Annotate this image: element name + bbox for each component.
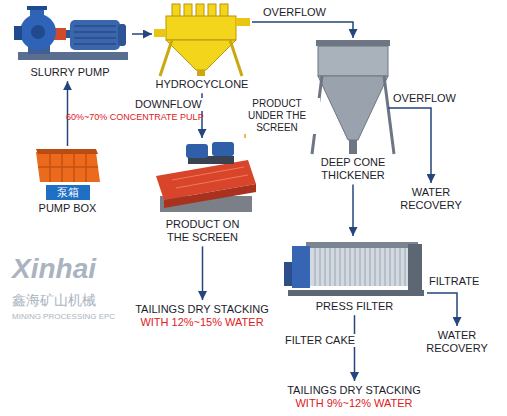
illustration-space <box>145 138 260 218</box>
flow-arrow <box>132 33 152 35</box>
thickener-bridge <box>316 40 390 46</box>
watermark: 鑫海矿山机械 <box>12 292 122 309</box>
equipment-node: 泵箱 PUMP BOX <box>30 146 105 217</box>
equipment-node: SLURRY PUMP <box>8 4 132 81</box>
cyclone-cone <box>166 40 236 70</box>
overflow-pipe <box>236 18 250 26</box>
vibrator-motor <box>186 144 208 158</box>
node-label: WATER RECOVERY <box>398 186 464 212</box>
cyclone-legs <box>160 40 242 76</box>
flow-arrow <box>202 246 204 300</box>
pump-box-rim <box>36 149 98 154</box>
flow-note: 60%~70% CONCENTRATE PULP <box>66 112 196 123</box>
flow-arrow <box>388 108 431 183</box>
node-label: SLURRY PUMP <box>30 66 109 79</box>
illustration-space <box>30 146 105 184</box>
flow-arrow <box>352 184 354 236</box>
pump-motor <box>70 20 120 50</box>
edge-label: OVERFLOW <box>262 6 327 19</box>
node-label: WITH 9%~12% WATER <box>295 397 412 410</box>
motor-fins <box>74 26 116 44</box>
flow-arrow <box>427 293 457 326</box>
illustration-space <box>424 326 490 329</box>
thickener-cone <box>318 76 388 140</box>
pump-box-body <box>36 152 100 182</box>
equipment-node: HYDROCYCLONE <box>152 4 252 93</box>
edge-label: PRODUCT UNDER THE SCREEN <box>234 98 320 134</box>
filter-beam <box>306 242 418 248</box>
equipment-node: TAILINGS DRY STACKINGWITH 9%~12% WATER <box>274 381 434 412</box>
illustration-space <box>318 38 388 156</box>
thickener-legs <box>312 76 394 154</box>
node-label: TAILINGS DRY STACKING <box>287 384 421 397</box>
thickener-tank <box>318 46 388 76</box>
inlet-flange <box>14 26 22 40</box>
underflow-spigot <box>197 70 205 76</box>
filter-head-plate <box>292 246 310 288</box>
screen-mesh <box>172 167 248 188</box>
feed-pipe <box>154 29 166 37</box>
edge-label: DOWNFLOW <box>134 98 203 111</box>
node-label: PRESS FILTER <box>316 300 393 313</box>
illustration-space <box>8 4 132 66</box>
node-label: PUMP BOX <box>39 202 97 215</box>
illustration-space <box>398 183 464 186</box>
node-label: PRODUCT ON THE SCREEN <box>163 218 243 244</box>
pump-box-grid <box>38 154 98 182</box>
filter-plates <box>310 248 408 286</box>
inner-nodes: 泵箱 <box>30 184 105 202</box>
equipment-node: WATER RECOVERY <box>424 326 490 357</box>
equipment-node: PRODUCT ON THE SCREEN <box>145 138 260 246</box>
node-label: WITH 12%~15% WATER <box>140 316 263 329</box>
outlet-flange <box>27 6 47 10</box>
flow-arrow <box>252 22 353 38</box>
watermark: Xinhai <box>12 252 132 286</box>
node-label: HYDROCYCLONE <box>156 78 249 91</box>
edge-label: FILTER CAKE <box>284 334 356 347</box>
pump-volute <box>20 14 56 50</box>
equipment-node: DEEP CONE THICKENER <box>318 38 388 184</box>
pump-eye <box>31 25 45 39</box>
motor-cap <box>118 24 126 46</box>
equipment-node: TAILINGS DRY STACKINGWITH 12%~15% WATER <box>122 300 282 331</box>
equipment-node: PRESS FILTER <box>282 236 427 315</box>
illustration-space <box>274 381 434 384</box>
edge-label: FILTRATE <box>428 275 480 288</box>
plate-lines <box>315 248 405 286</box>
illustration-space <box>152 4 252 78</box>
cyclone-cylinder <box>166 16 236 40</box>
thickener-outlet <box>349 140 357 154</box>
flow-arrow <box>354 315 356 381</box>
illustration-space <box>122 300 282 303</box>
filter-rails <box>288 290 424 296</box>
node-label: TAILINGS DRY STACKING <box>135 303 269 316</box>
vibrator-motor <box>212 142 234 156</box>
node-label: WATER RECOVERY <box>424 329 490 355</box>
node-label: DEEP CONE THICKENER <box>318 156 388 182</box>
edge-label: OVERFLOW <box>392 92 457 105</box>
illustration-space <box>282 236 427 300</box>
node-label: 泵箱 <box>46 186 90 199</box>
filter-tail-plate <box>408 244 422 290</box>
equipment-node: WATER RECOVERY <box>398 183 464 214</box>
watermark: MINING PROCESSING EPC <box>12 312 120 322</box>
tag-box: 泵箱 <box>46 185 90 200</box>
